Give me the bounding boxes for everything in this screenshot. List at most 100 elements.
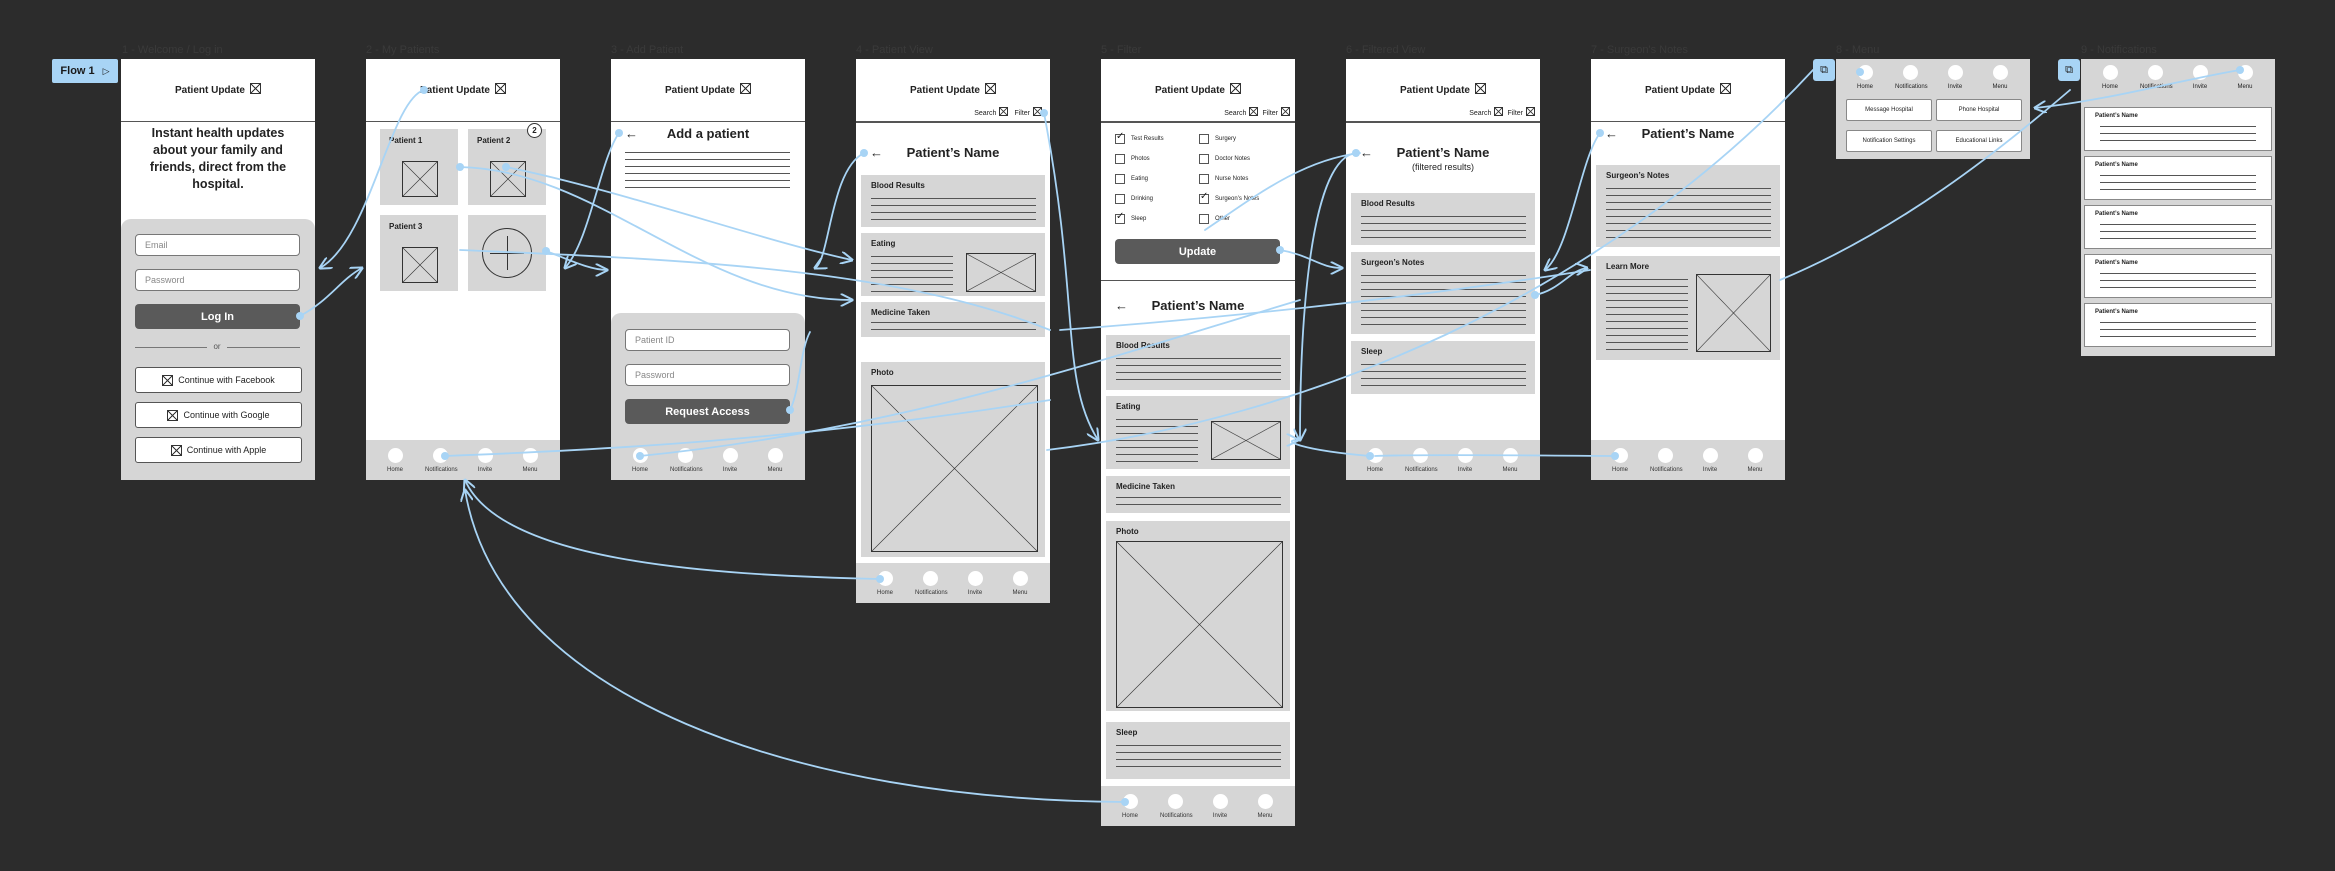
blood-results-card[interactable]: Blood Results <box>1106 335 1290 390</box>
apple-icon <box>170 444 182 456</box>
nav-notifications[interactable]: Notifications <box>670 448 703 473</box>
nav-invite[interactable]: Invite <box>1450 448 1480 473</box>
nav-invite[interactable]: Invite <box>2185 65 2215 90</box>
notification-item[interactable]: Patient’s Name <box>2084 254 2272 298</box>
back-arrow-icon[interactable]: ← <box>870 145 883 160</box>
nav-menu[interactable]: Menu <box>1495 448 1525 473</box>
patient-1-label: Patient 1 <box>389 136 423 145</box>
learn-more-card[interactable]: Learn More <box>1596 256 1780 360</box>
filter-drinking[interactable]: Drinking <box>1115 194 1153 204</box>
nav-menu[interactable]: Menu <box>1740 448 1770 473</box>
medicine-card[interactable]: Medicine Taken <box>861 302 1045 337</box>
google-button[interactable]: Continue with Google <box>135 402 302 428</box>
eating-card[interactable]: Eating <box>861 233 1045 296</box>
menu-message-hospital[interactable]: Message Hospital <box>1846 99 1932 121</box>
menu-notification-settings[interactable]: Notification Settings <box>1846 130 1932 152</box>
email-field[interactable]: Email <box>135 234 300 256</box>
login-button[interactable]: Log In <box>135 304 300 329</box>
image-icon <box>250 83 261 94</box>
notification-item[interactable]: Patient’s Name <box>2084 303 2272 347</box>
nav-notifications[interactable]: Notifications <box>425 448 458 473</box>
wire-view-home-back <box>465 480 881 580</box>
nav-menu[interactable]: Menu <box>1250 794 1280 819</box>
filter-photos[interactable]: Photos <box>1115 154 1150 164</box>
nav-notifications[interactable]: Notifications <box>1650 448 1683 473</box>
filter-test-results[interactable]: Test Results <box>1115 131 1164 144</box>
apple-button[interactable]: Continue with Apple <box>135 437 302 463</box>
overlay-trigger-icon[interactable]: ⧉ <box>1813 59 1835 81</box>
blood-results-card[interactable]: Blood Results <box>1351 193 1535 245</box>
nav-menu[interactable]: Menu <box>1985 65 2015 90</box>
photo-card[interactable]: Photo <box>861 362 1045 557</box>
back-arrow-icon[interactable]: ← <box>625 126 638 141</box>
nav-menu[interactable]: Menu <box>515 448 545 473</box>
notification-item[interactable]: Patient’s Name <box>2084 107 2272 151</box>
menu-phone-hospital[interactable]: Phone Hospital <box>1936 99 2022 121</box>
nav-home[interactable]: Home <box>1360 448 1390 473</box>
nav-menu[interactable]: Menu <box>2230 65 2260 90</box>
filter-surgery[interactable]: Surgery <box>1199 134 1236 144</box>
patient-card-2[interactable]: Patient 2 2 <box>468 123 546 205</box>
nav-invite[interactable]: Invite <box>960 571 990 596</box>
menu-educational-links[interactable]: Educational Links <box>1936 130 2022 152</box>
eating-card[interactable]: Eating <box>1106 396 1290 469</box>
request-access-button[interactable]: Request Access <box>625 399 790 424</box>
nav-invite[interactable]: Invite <box>470 448 500 473</box>
flow-label[interactable]: Flow 1 ▷ <box>52 59 118 83</box>
filter-doctor-notes[interactable]: Doctor Notes <box>1199 154 1250 164</box>
overlay-trigger-icon[interactable]: ⧉ <box>2058 59 2080 81</box>
medicine-card[interactable]: Medicine Taken <box>1106 476 1290 513</box>
filter-button[interactable]: Filter <box>1014 107 1042 117</box>
update-button[interactable]: Update <box>1115 239 1280 264</box>
frame-label-view: 4 - Patient View <box>856 44 933 56</box>
nav-home[interactable]: Home <box>1115 794 1145 819</box>
filter-button[interactable]: Filter <box>1507 107 1535 117</box>
nav-notifications[interactable]: Notifications <box>2140 65 2173 90</box>
nav-notifications[interactable]: Notifications <box>1405 448 1438 473</box>
blood-results-card[interactable]: Blood Results <box>861 175 1045 227</box>
facebook-button[interactable]: Continue with Facebook <box>135 367 302 393</box>
nav-menu[interactable]: Menu <box>760 448 790 473</box>
nav-invite[interactable]: Invite <box>1695 448 1725 473</box>
image-icon <box>495 83 506 94</box>
password-field[interactable]: Password <box>135 269 300 291</box>
add-patient-card[interactable] <box>468 215 546 291</box>
search-button[interactable]: Search <box>1469 107 1504 117</box>
header-title: Patient Update <box>1399 85 1470 96</box>
patient-id-field[interactable]: Patient ID <box>625 329 790 351</box>
filter-icon <box>1033 107 1042 116</box>
filter-eating[interactable]: Eating <box>1115 174 1148 184</box>
patient-password-field[interactable]: Password <box>625 364 790 386</box>
nav-notifications[interactable]: Notifications <box>915 571 948 596</box>
filter-other[interactable]: Other <box>1199 214 1230 224</box>
surgeons-notes-card[interactable]: Surgeon’s Notes <box>1596 165 1780 247</box>
nav-invite[interactable]: Invite <box>1940 65 1970 90</box>
frame-notifications: Home Notifications Invite Menu Patient’s… <box>2081 59 2275 356</box>
patient-card-1[interactable]: Patient 1 <box>380 129 458 205</box>
nav-notifications[interactable]: Notifications <box>1160 794 1193 819</box>
nav-invite[interactable]: Invite <box>715 448 745 473</box>
filter-button[interactable]: Filter <box>1262 107 1290 117</box>
notification-item[interactable]: Patient’s Name <box>2084 205 2272 249</box>
sleep-card[interactable]: Sleep <box>1106 722 1290 779</box>
surgeons-notes-card[interactable]: Surgeon’s Notes <box>1351 252 1535 334</box>
nav-home[interactable]: Home <box>2095 65 2125 90</box>
photo-card[interactable]: Photo <box>1106 521 1290 711</box>
filter-nurse-notes[interactable]: Nurse Notes <box>1199 174 1248 184</box>
nav-home[interactable]: Home <box>1850 65 1880 90</box>
notification-item[interactable]: Patient’s Name <box>2084 156 2272 200</box>
search-button[interactable]: Search <box>974 107 1009 117</box>
sleep-card[interactable]: Sleep <box>1351 341 1535 394</box>
patient-card-3[interactable]: Patient 3 <box>380 215 458 291</box>
nav-home[interactable]: Home <box>380 448 410 473</box>
nav-home[interactable]: Home <box>870 571 900 596</box>
search-button[interactable]: Search <box>1224 107 1259 117</box>
nav-menu[interactable]: Menu <box>1005 571 1035 596</box>
filter-surgeons-notes[interactable]: Surgeon’s Notes <box>1199 191 1259 204</box>
nav-home[interactable]: Home <box>1605 448 1635 473</box>
filter-sleep[interactable]: Sleep <box>1115 211 1146 224</box>
nav-notifications[interactable]: Notifications <box>1895 65 1928 90</box>
nav-home[interactable]: Home <box>625 448 655 473</box>
nav-invite[interactable]: Invite <box>1205 794 1235 819</box>
notification-title: Patient’s Name <box>2095 309 2138 315</box>
